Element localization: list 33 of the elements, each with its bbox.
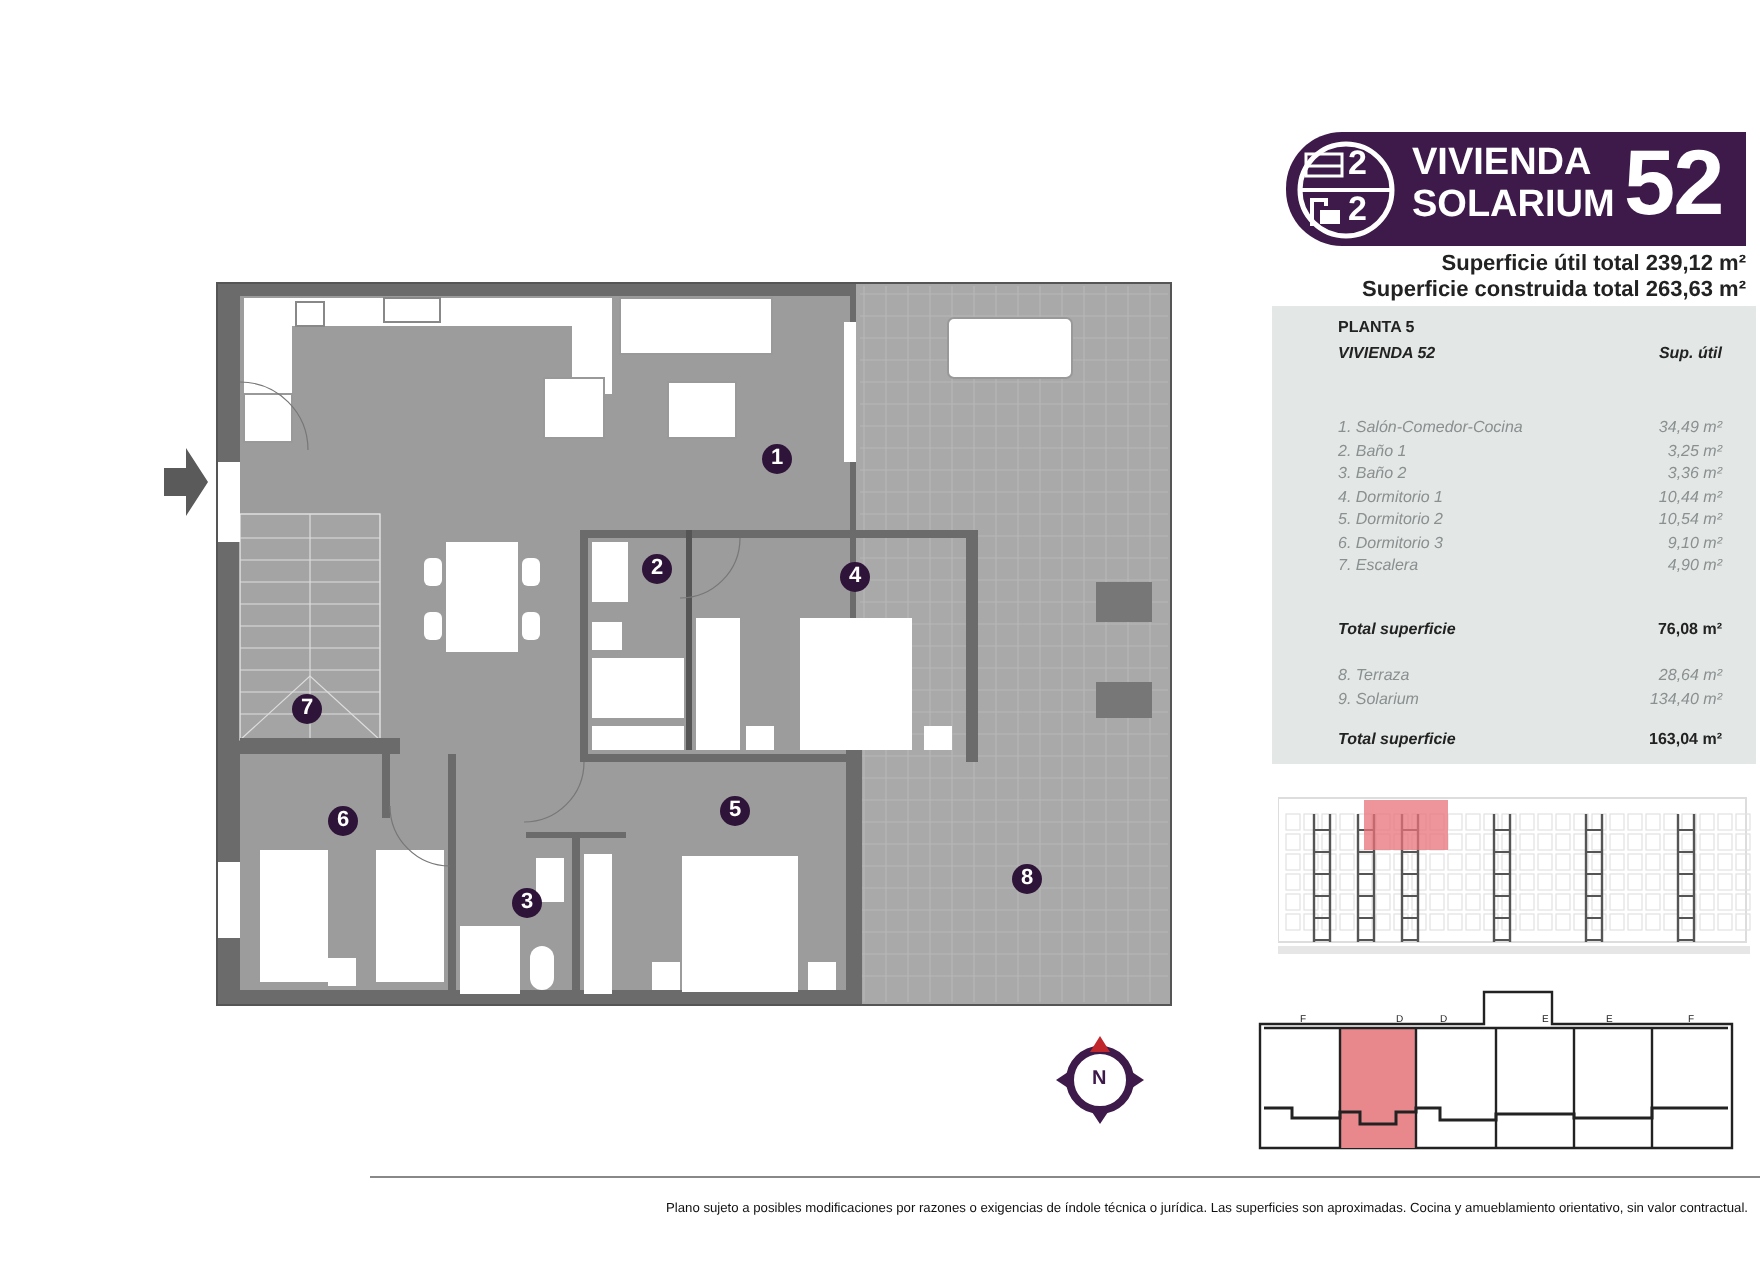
badge-title: SOLARIUM — [1412, 186, 1615, 224]
area-summary: Superficie construida total 263,63 m² — [1362, 280, 1746, 302]
room-name: 7. Escalera — [1338, 558, 1419, 574]
room-name: 9. Solarium — [1338, 692, 1419, 708]
area-value: 4,90 m² — [1667, 558, 1722, 574]
room-name: 4. Dormitorio 1 — [1338, 489, 1443, 505]
room-name: 3. Baño 2 — [1338, 466, 1407, 482]
room-name: 8. Terraza — [1338, 668, 1410, 684]
bedroom-count: 2 — [1348, 146, 1367, 180]
room-name: 6. Dormitorio 3 — [1338, 535, 1443, 551]
north-label: N — [1092, 1070, 1107, 1090]
total-label: Total superficie — [1338, 622, 1456, 638]
area-value: 10,44 m² — [1658, 489, 1722, 505]
area-value: 3,36 m² — [1667, 466, 1722, 482]
area-value: 3,25 m² — [1667, 443, 1722, 459]
area-value: 34,49 m² — [1658, 420, 1722, 436]
column-heading: Sup. útil — [1658, 346, 1722, 362]
total-value: 76,08 m² — [1657, 622, 1722, 638]
badge-title: VIVIENDA — [1412, 144, 1592, 182]
room-name: 2. Baño 1 — [1338, 443, 1407, 459]
area-value: 9,10 m² — [1667, 535, 1722, 551]
table-heading: PLANTA 5 — [1338, 320, 1415, 336]
area-value: 134,40 m² — [1649, 692, 1722, 708]
bathroom-count: 2 — [1348, 192, 1367, 226]
total-value: 163,04 m² — [1649, 732, 1722, 748]
room-name: 5. Dormitorio 2 — [1338, 512, 1443, 528]
area-value: 10,54 m² — [1658, 512, 1722, 528]
area-value: 28,64 m² — [1658, 668, 1722, 684]
total-label: Total superficie — [1338, 732, 1456, 748]
unit-number: 52 — [1624, 136, 1723, 228]
table-heading: VIVIENDA 52 — [1338, 346, 1436, 362]
room-name: 1. Salón-Comedor-Cocina — [1338, 420, 1523, 436]
area-summary: Superficie útil total 239,12 m² — [1441, 254, 1746, 276]
